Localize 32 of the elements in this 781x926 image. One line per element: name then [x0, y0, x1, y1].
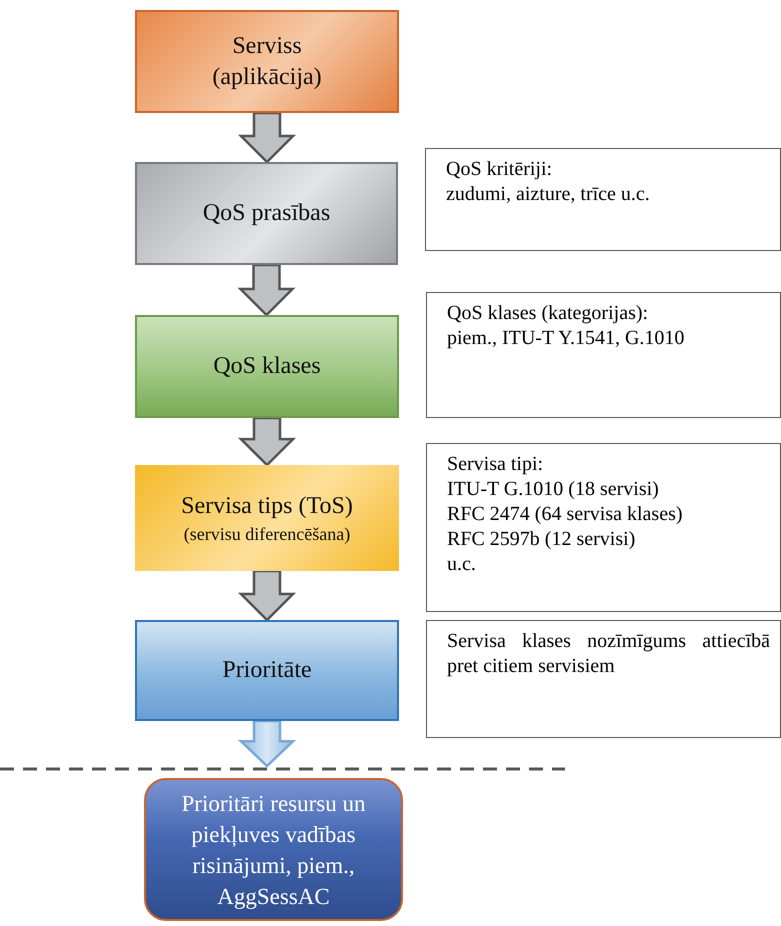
note-box	[426, 292, 781, 418]
note-text: RFC 2474 (64 servisa klases)	[447, 502, 683, 527]
process-box	[135, 162, 398, 265]
block-arrow	[238, 570, 296, 622]
box-label: Serviss (aplikācija)	[211, 32, 323, 92]
note-heading: QoS klases (kategorijas):	[447, 301, 648, 326]
note-text: zudumi, aizture, trīce u.c.	[446, 182, 650, 207]
process-box	[135, 465, 399, 571]
process-box	[135, 620, 399, 721]
box-label: Prioritāri resursu un piekļuves vadības risinājumi, piem., AggSessAC	[180, 790, 366, 911]
block-arrow	[238, 416, 296, 467]
note-text: ITU-T G.1010 (18 servisi)	[447, 477, 659, 502]
note-text: u.c.	[447, 552, 476, 577]
block-arrow	[238, 112, 296, 164]
block-arrow	[238, 720, 296, 768]
note-box	[426, 620, 781, 738]
box-sublabel: (servisu diferencēšana)	[184, 522, 350, 546]
note-heading: QoS kritēriji:	[446, 157, 552, 182]
process-box	[135, 315, 399, 418]
box-label: QoS klases	[213, 352, 321, 381]
note-text: Servisa klases nozīmīgums attiecībā pret citiem servisiem	[447, 629, 770, 679]
note-text: RFC 2597b (12 servisi)	[447, 527, 636, 552]
box-label: Prioritāte	[222, 656, 312, 685]
note-box	[425, 148, 781, 251]
box-label: QoS prasības	[202, 199, 330, 228]
note-text: piem., ITU-T Y.1541, G.1010	[447, 326, 684, 351]
result-box	[144, 778, 403, 921]
note-box	[426, 443, 781, 612]
block-arrow	[237, 264, 296, 317]
process-box	[135, 10, 399, 113]
box-label: Servisa tips (ToS)	[181, 492, 353, 520]
note-heading: Servisa tipi:	[447, 452, 544, 477]
